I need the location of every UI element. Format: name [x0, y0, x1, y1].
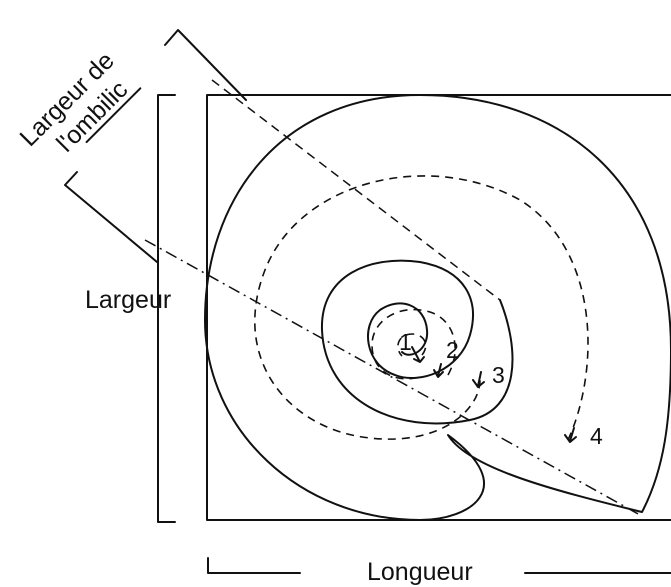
length-label: Longueur [367, 558, 473, 586]
measurement-axis [144, 239, 641, 516]
width-bracket [157, 94, 176, 523]
arrow-4 [564, 427, 577, 443]
umbilic-label: Largeur de l'ombilic [14, 47, 142, 158]
whorl-number-2: 2 [446, 337, 459, 363]
umbilic-bracket [64, 29, 247, 263]
inner-whorl [320, 259, 514, 425]
umbilic-diagonal [211, 79, 501, 301]
outer-whorl [204, 94, 671, 521]
whorl-trace-2 [371, 308, 456, 380]
whorl-number-1: 1 [399, 329, 412, 355]
whorl-number-4: 4 [590, 423, 603, 449]
arrow-3 [472, 371, 485, 388]
whorl-trace-4 [254, 175, 589, 441]
width-label: Largeur [85, 286, 171, 314]
arrow-2 [433, 363, 444, 378]
bounding-box [206, 94, 671, 521]
length-bracket-left [207, 557, 301, 574]
whorl-trace-1 [397, 333, 427, 357]
umbilic-label-underline [85, 87, 142, 144]
whorl-number-3: 3 [492, 362, 505, 388]
arrow-1 [411, 346, 425, 363]
